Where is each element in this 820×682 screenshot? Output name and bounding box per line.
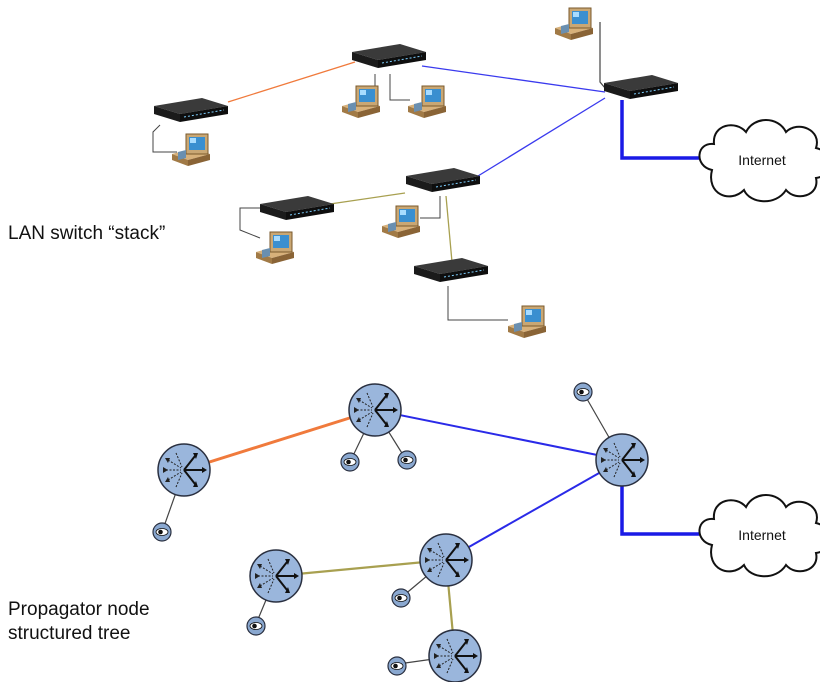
cloud-label: Internet (738, 152, 786, 168)
lan-switch-stack-caption: LAN switch “stack” (8, 223, 166, 244)
network-switch-icon (603, 74, 679, 100)
host-link (389, 74, 410, 101)
olive-link (445, 195, 453, 263)
computer-icon (381, 205, 421, 239)
host-link (152, 124, 177, 153)
computer-icon (255, 231, 295, 265)
propagator-node-icon (157, 443, 211, 497)
orange-link (227, 61, 356, 103)
computer-icon (171, 133, 211, 167)
blue-link (445, 459, 623, 561)
host-eye-icon (152, 522, 172, 542)
propagator-node-icon (419, 533, 473, 587)
network-switch-icon (413, 257, 489, 283)
network-switch-icon (405, 167, 481, 193)
computer-icon (554, 7, 594, 41)
internet-cloud-icon: Internet (698, 494, 820, 578)
host-eye-icon (246, 616, 266, 636)
host-link (239, 207, 268, 239)
olive-link (329, 192, 406, 205)
internet-cloud-icon: Internet (698, 119, 820, 203)
cloud-label: Internet (738, 527, 786, 543)
computer-icon (341, 85, 381, 119)
host-link (599, 22, 606, 89)
host-eye-icon (397, 450, 417, 470)
olive-link (275, 558, 447, 578)
network-switch-icon (351, 43, 427, 69)
propagator-tree-caption: Propagator node structured tree (8, 598, 150, 646)
host-eye-icon (573, 382, 593, 402)
caption-line: structured tree (8, 623, 131, 644)
computer-icon (407, 85, 447, 119)
orange-link (183, 408, 376, 472)
propagator-node-icon (595, 433, 649, 487)
lan-switch-stack: Internet (152, 7, 820, 339)
propagator-node-icon (428, 629, 482, 682)
host-link (420, 196, 441, 219)
host-link (447, 286, 508, 321)
propagator-node-icon (249, 549, 303, 603)
internet-link (620, 100, 700, 160)
host-eye-icon (387, 656, 407, 676)
propagator-node-icon (348, 383, 402, 437)
host-eye-icon (391, 588, 411, 608)
blue-link (477, 97, 606, 177)
network-switch-icon (259, 195, 335, 221)
host-eye-icon (340, 452, 360, 472)
blue-link (374, 409, 623, 461)
network-switch-icon (153, 97, 229, 123)
blue-link (421, 65, 606, 93)
propagator-node-tree: Internet (152, 382, 820, 682)
caption-line: Propagator node (8, 599, 150, 620)
computer-icon (507, 305, 547, 339)
